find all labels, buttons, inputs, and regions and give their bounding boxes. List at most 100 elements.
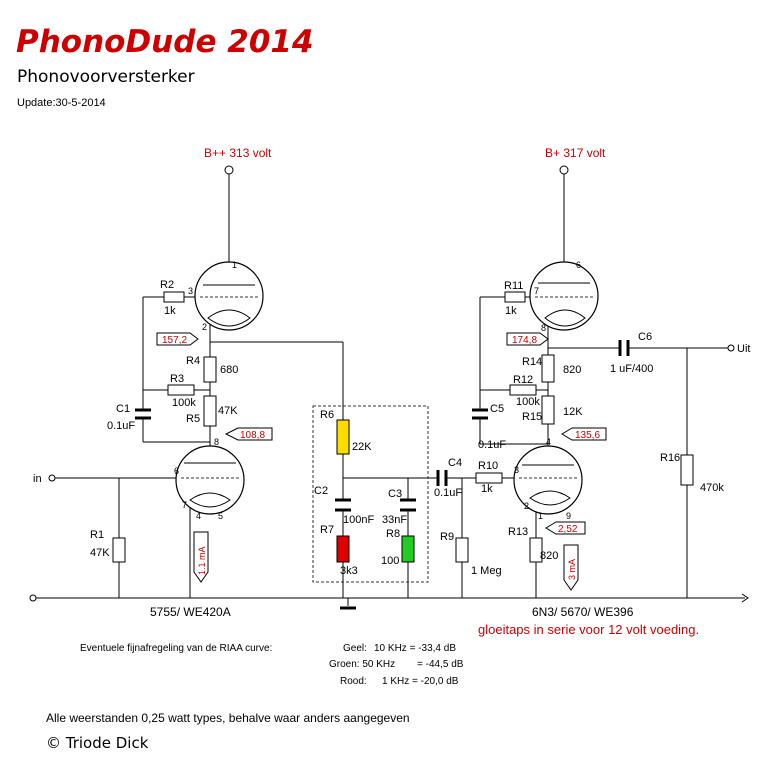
svg-text:3 mA: 3 mA <box>567 559 577 580</box>
resistor-r10 <box>475 472 503 484</box>
resistor-r12 <box>509 384 537 396</box>
value-r1: 47K <box>90 547 110 559</box>
riaa-color-rood: Rood: <box>340 676 367 687</box>
current-tag-1: 1.1 mA <box>193 531 209 583</box>
pin-t2-7: 7 <box>534 286 539 296</box>
capacitor-c5 <box>472 408 488 420</box>
resistor-r16 <box>680 454 694 486</box>
resistor-r13 <box>529 537 543 563</box>
pin-t1-6: 6 <box>174 466 179 476</box>
value-r2: 1k <box>164 305 176 317</box>
title: PhonoDude 2014 <box>16 24 314 60</box>
pin-t1-2: 2 <box>202 322 207 332</box>
value-r8: 100 <box>381 555 399 567</box>
riaa-value-geel: 10 KHz = -33,4 dB <box>374 643 456 654</box>
label-c4: C4 <box>448 457 462 469</box>
value-c2: 100nF <box>343 514 374 526</box>
resistor-r15 <box>541 395 555 425</box>
label-c2: C2 <box>314 485 328 497</box>
value-r13: 820 <box>540 550 558 562</box>
pin-t1-5: 5 <box>218 511 223 521</box>
label-r2: R2 <box>160 279 174 291</box>
tube-right-upper <box>529 261 599 331</box>
label-r4: R4 <box>186 355 200 367</box>
voltage-tag-4: 135,6 <box>561 427 607 441</box>
value-r10: 1k <box>481 483 493 495</box>
value-r4: 680 <box>220 364 238 376</box>
value-r11: 1k <box>505 305 517 317</box>
riaa-wiring <box>312 342 438 598</box>
copyright: © Triode Dick <box>46 734 149 752</box>
label-r5: R5 <box>186 413 200 425</box>
footer-note: Alle weerstanden 0,25 watt types, behalv… <box>46 711 410 725</box>
svg-text:1.1 mA: 1.1 mA <box>197 546 207 575</box>
pin-t2-4: 4 <box>546 437 551 447</box>
value-r14: 820 <box>563 364 581 376</box>
label-c1: C1 <box>116 403 130 415</box>
capacitor-c4 <box>436 470 448 486</box>
value-r7: 3k3 <box>340 565 358 577</box>
resistor-r3 <box>167 384 195 396</box>
ground-symbol <box>340 598 356 610</box>
resistor-r2 <box>163 291 185 303</box>
label-r15: R15 <box>522 411 542 423</box>
pin-t2-1: 1 <box>538 511 543 521</box>
label-r10: R10 <box>478 460 498 472</box>
capacitor-c2 <box>335 498 351 512</box>
pin-t1-4: 4 <box>196 511 201 521</box>
tube-left-name: 5755/ WE420A <box>150 605 231 619</box>
value-r6: 22K <box>352 441 372 453</box>
pin-t1-7: 7 <box>182 500 187 510</box>
resistor-r14 <box>541 354 555 383</box>
voltage-tag-5: 2,52 <box>545 521 586 535</box>
label-r7: R7 <box>320 524 334 536</box>
label-r11: R11 <box>504 280 523 292</box>
value-r9: 1 Meg <box>471 565 502 577</box>
value-c1: 0.1uF <box>107 420 135 432</box>
svg-text:157,2: 157,2 <box>162 335 187 346</box>
riaa-value-rood: 1 KHz = -20,0 dB <box>382 676 459 687</box>
supply-right-label: B+ 317 volt <box>545 146 606 160</box>
capacitor-c1 <box>135 408 151 420</box>
value-c3: 33nF <box>382 514 407 526</box>
current-tag-2: 3 mA <box>563 544 579 591</box>
riaa-intro: Eventuele fijnafregeling van de RIAA cur… <box>80 643 272 654</box>
label-r1: R1 <box>90 529 104 541</box>
value-r15: 12K <box>563 406 583 418</box>
riaa-value-groen: = -44,5 dB <box>417 659 464 670</box>
value-c5: 0.1uF <box>478 439 506 451</box>
resistor-r5 <box>203 395 217 427</box>
label-c6: C6 <box>638 331 652 343</box>
output-label: Uit <box>737 343 750 355</box>
tube-left-upper <box>194 261 264 331</box>
pin-t2-2: 2 <box>524 501 529 511</box>
label-r8: R8 <box>386 528 400 540</box>
riaa-color-geel: Geel: <box>343 643 367 654</box>
pin-t1-1: 1 <box>232 260 237 270</box>
resistor-r7 <box>336 535 350 563</box>
update-date: Update:30-5-2014 <box>17 97 106 109</box>
tube-right-name: 6N3/ 5670/ WE396 <box>532 605 634 619</box>
pin-t2-8: 8 <box>541 323 546 333</box>
pin-t1-8: 8 <box>214 437 219 447</box>
svg-text:135,6: 135,6 <box>575 430 600 441</box>
svg-text:108,8: 108,8 <box>240 430 265 441</box>
pin-t2-3: 3 <box>514 465 519 475</box>
resistor-r1 <box>112 537 126 563</box>
capacitor-c6 <box>618 340 636 356</box>
tube-left-lower <box>175 445 245 515</box>
label-r6: R6 <box>320 409 334 421</box>
value-r12: 100k <box>516 396 540 408</box>
label-r12: R12 <box>513 374 533 386</box>
label-c3: C3 <box>388 488 402 500</box>
value-r16: 470k <box>700 482 724 494</box>
label-r14: R14 <box>522 356 542 368</box>
pin-t2-6: 6 <box>576 260 581 270</box>
supply-left-label: B++ 313 volt <box>204 146 272 160</box>
resistor-r6 <box>336 419 350 455</box>
label-c5: C5 <box>490 403 504 415</box>
tube-right-lower <box>513 445 583 515</box>
voltage-tag-3: 174,8 <box>506 332 549 346</box>
label-r13: R13 <box>508 526 528 538</box>
